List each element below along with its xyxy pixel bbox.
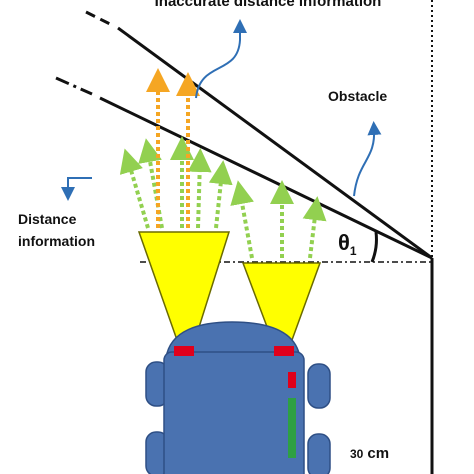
callout-arrow-distance xyxy=(61,177,92,201)
sensor-red-left xyxy=(174,346,194,356)
callout-arrow-inaccurate xyxy=(195,19,247,99)
angle-arc xyxy=(370,231,378,263)
robot-body xyxy=(163,351,305,474)
label-theta: θ1 xyxy=(338,230,357,258)
side-green-led xyxy=(288,398,296,458)
obstacle-line-upper xyxy=(117,26,433,260)
obstacle-line-lower-dash xyxy=(55,76,93,96)
rays-left-orange xyxy=(146,68,200,228)
label-distance-1: Distance xyxy=(18,211,77,227)
label-obstacle: Obstacle xyxy=(328,88,387,104)
obstacle-line-lower xyxy=(99,96,433,260)
robot-wheel-right-1 xyxy=(307,363,331,409)
robot xyxy=(145,321,331,474)
robot-wheel-right-2 xyxy=(307,433,331,474)
callout-arrow-obstacle xyxy=(353,121,382,197)
side-red-led xyxy=(288,372,296,388)
robot-top-cap xyxy=(165,321,301,359)
obstacle-line-upper-dash xyxy=(85,10,111,26)
label-inaccurate: Inaccurate distance information xyxy=(155,0,382,10)
rays-left-green xyxy=(119,136,233,229)
sensor-red-right xyxy=(274,346,294,356)
label-distance-2: information xyxy=(18,233,95,249)
rays-right-green xyxy=(230,180,327,259)
